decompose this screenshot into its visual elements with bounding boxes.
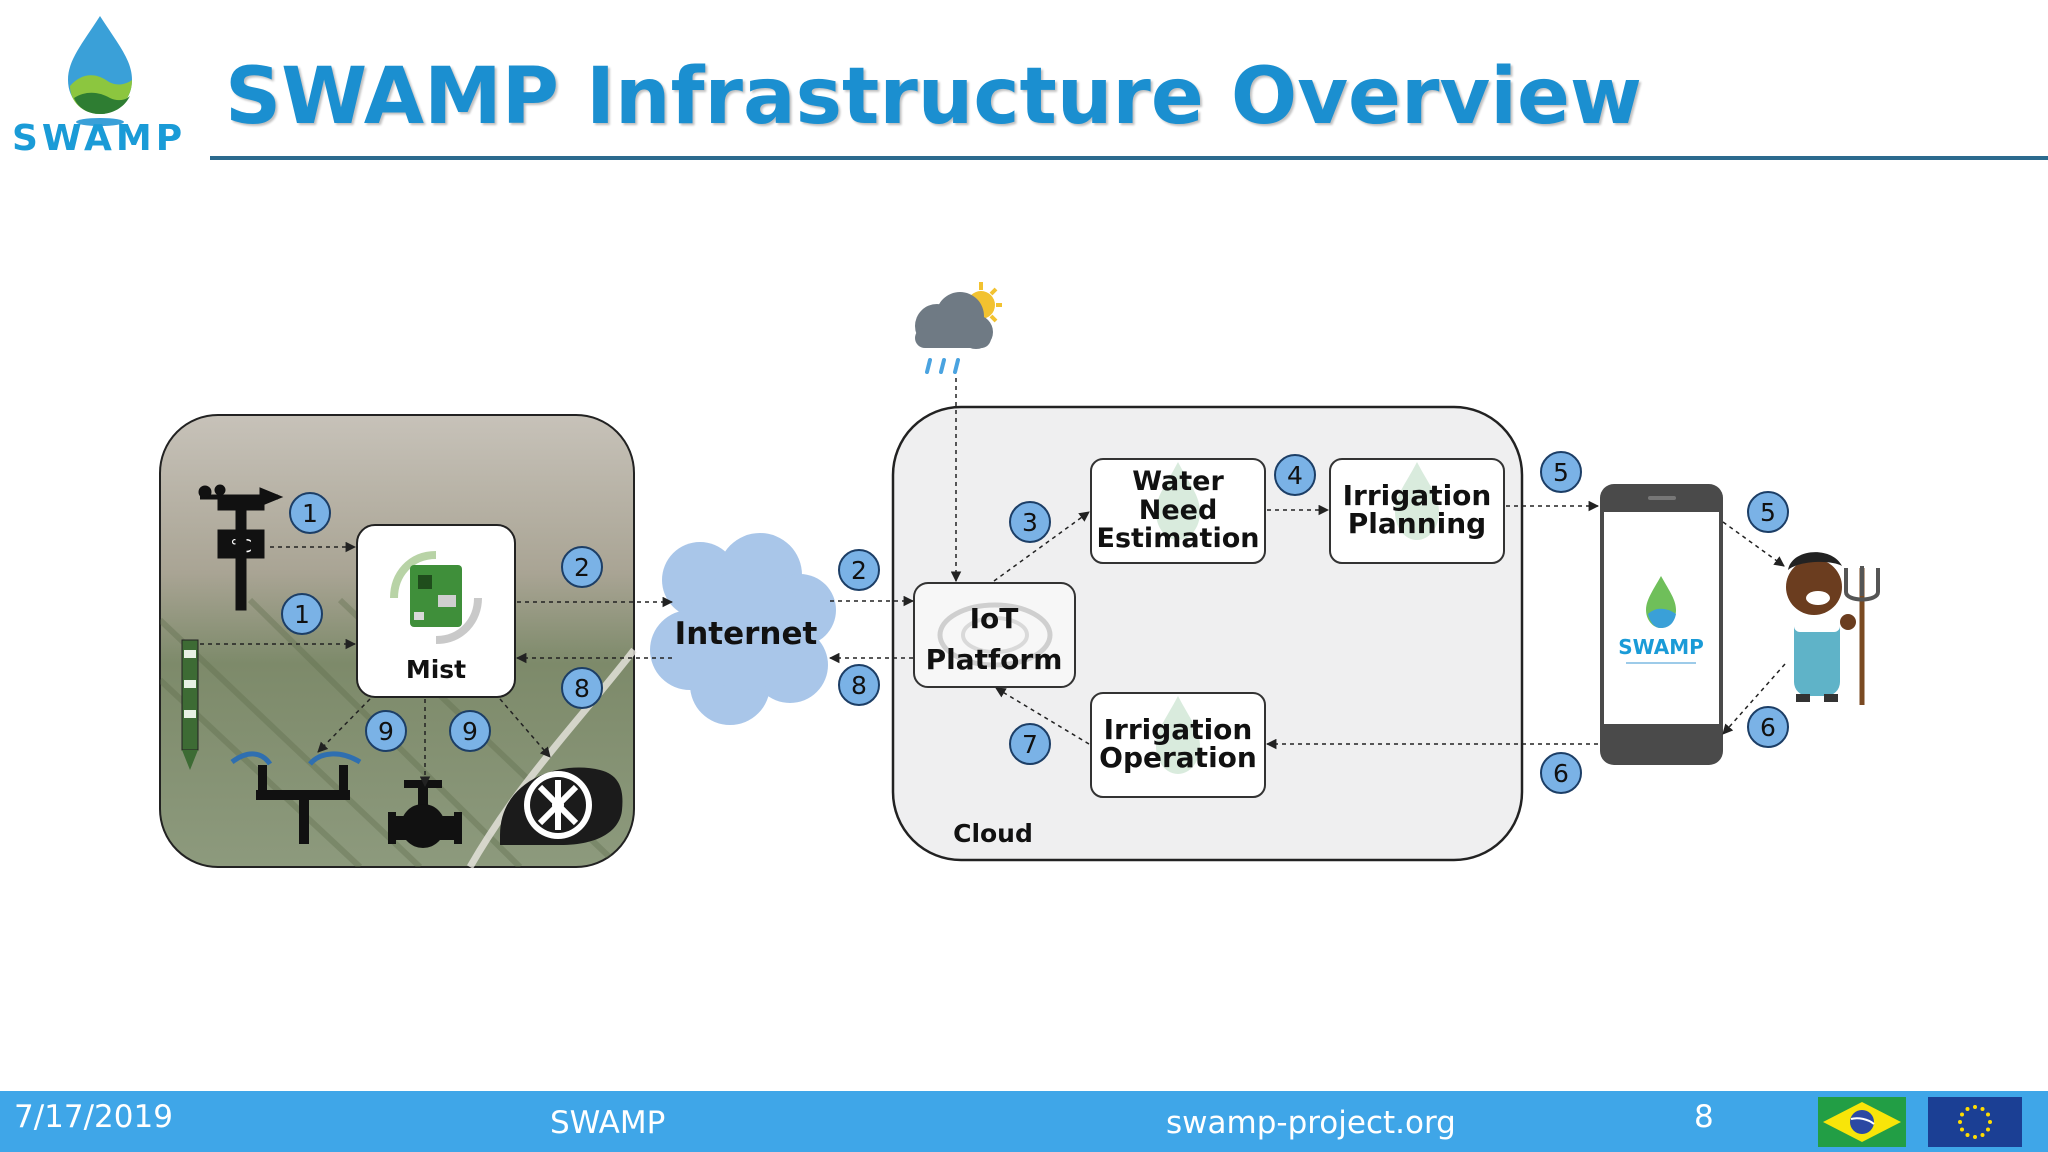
footer-page-number: 8	[1694, 1099, 1714, 1135]
svg-text:1: 1	[302, 499, 318, 528]
svg-text:9: 9	[378, 717, 394, 746]
svg-text:5: 5	[1760, 498, 1776, 527]
pump-icon	[500, 767, 623, 845]
internet-label: Internet	[675, 616, 818, 652]
smartphone-icon: SWAMP	[1600, 484, 1723, 765]
step-badge: 8	[561, 667, 603, 709]
brazil-flag-icon	[1818, 1097, 1906, 1147]
step-badge: 6	[1747, 706, 1789, 748]
step-badge: 1	[289, 492, 331, 534]
swamp-logo-icon	[68, 16, 132, 126]
farmer-icon	[1786, 552, 1880, 705]
svg-text:5: 5	[1553, 458, 1569, 487]
iot-platform-label-line2: Platform	[926, 643, 1063, 676]
eu-flag-icon	[1928, 1097, 2022, 1147]
step-badge: 4	[1274, 454, 1316, 496]
step-badge: 5	[1540, 451, 1582, 493]
phone-app-logo: SWAMP	[1618, 635, 1704, 659]
weather-station-icon: °C	[198, 484, 284, 611]
step-badge: 1	[281, 593, 323, 635]
water-need-label-line2: Need	[1139, 495, 1218, 526]
svg-text:4: 4	[1287, 461, 1303, 490]
svg-text:6: 6	[1553, 759, 1569, 788]
rain-cloud-icon	[915, 282, 1002, 374]
water-need-label-line3: Estimation	[1097, 523, 1260, 554]
slide-title: SWAMP Infrastructure Overview	[225, 52, 1642, 142]
internet-cloud	[650, 533, 836, 725]
step-badge: 8	[838, 664, 880, 706]
step-badge: 9	[449, 710, 491, 752]
svg-text:2: 2	[574, 553, 590, 582]
irrigation-planning-label-line2: Planning	[1348, 507, 1486, 540]
svg-text:1: 1	[294, 600, 310, 629]
irrigation-operation-label-line1: Irrigation	[1104, 713, 1253, 746]
step-badge: 5	[1747, 491, 1789, 533]
step-badges: 1 1 2 2 3 4 5 5 6 6 7 8 8 9 9	[281, 451, 1789, 794]
title-underline	[210, 156, 2048, 160]
mist-label: Mist	[406, 655, 466, 684]
svg-text:6: 6	[1760, 713, 1776, 742]
svg-text:8: 8	[574, 674, 590, 703]
step-badge: 7	[1009, 723, 1051, 765]
footer-project-name: SWAMP	[550, 1105, 666, 1141]
svg-text:7: 7	[1022, 730, 1038, 759]
irrigation-planning-label-line1: Irrigation	[1343, 479, 1492, 512]
step-badge: 2	[838, 549, 880, 591]
step-badge: 6	[1540, 752, 1582, 794]
raspberry-pi-icon	[390, 551, 482, 644]
logo-wordmark: SWAMP	[12, 118, 187, 159]
flow-arrows	[200, 378, 1786, 788]
footer-bar: 7/17/2019 SWAMP swamp-project.org 8	[0, 1091, 2048, 1152]
water-need-label-line1: Water	[1132, 466, 1224, 497]
footer-url: swamp-project.org	[1166, 1105, 1456, 1141]
iot-platform-label-line1: IoT	[970, 602, 1019, 635]
center-pivot-icon	[230, 751, 362, 844]
svg-text:3: 3	[1022, 508, 1038, 537]
cloud-label: Cloud	[953, 819, 1033, 848]
soil-probe-icon	[181, 639, 199, 770]
svg-text:9: 9	[462, 717, 478, 746]
footer-date: 7/17/2019	[14, 1099, 173, 1135]
irrigation-operation-label-line2: Operation	[1099, 741, 1257, 774]
step-badge: 9	[365, 710, 407, 752]
step-badge: 3	[1009, 501, 1051, 543]
iot-platform-box	[913, 582, 1076, 688]
step-badge: 2	[561, 546, 603, 588]
svg-text:8: 8	[851, 671, 867, 700]
svg-text:2: 2	[851, 556, 867, 585]
